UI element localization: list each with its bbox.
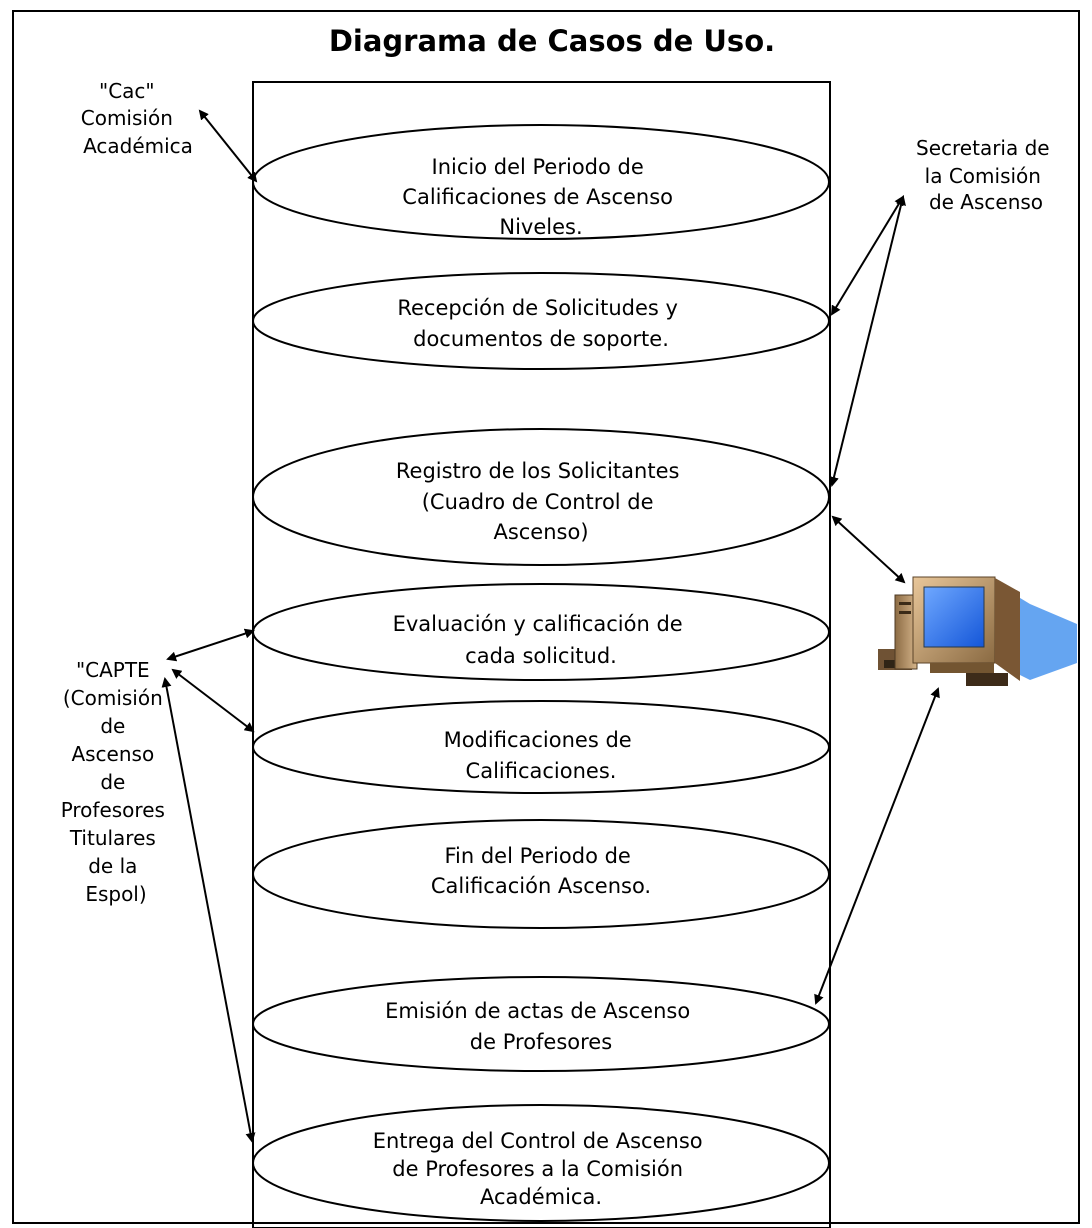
actor-line: (Comisión: [63, 686, 163, 710]
actor-line: Secretaria de: [916, 136, 1050, 160]
actor-line: Espol): [85, 882, 146, 906]
use-case-line: Calificaciones.: [466, 759, 617, 783]
actor-line: de: [100, 770, 125, 794]
use-case-line: Entrega del Control de Ascenso: [373, 1129, 703, 1153]
use-case-line: Niveles.: [499, 215, 582, 239]
use-case-line: Ascenso): [493, 520, 588, 544]
use-case-ellipse: [252, 428, 830, 566]
use-case-line: cada solicitud.: [465, 644, 617, 668]
association-secretaria-recepcion: [830, 195, 905, 316]
diagram-frame: [12, 10, 1080, 1224]
association-capte-modificaciones: [171, 668, 255, 733]
use-case-label: Recepción de Solicitudes y documentos de…: [397, 296, 684, 351]
actor-line: de: [100, 714, 125, 738]
association-capte-evaluacion: [166, 628, 255, 662]
actor-secretaria: Secretaria de la Comisión de Ascenso: [916, 136, 1056, 214]
use-case: Inicio del Periodo de Calificaciones de …: [252, 124, 830, 240]
use-case-line: de Profesores: [470, 1030, 612, 1054]
use-case-line: de Profesores a la Comisión: [392, 1157, 683, 1181]
actor-cac: "Cac" Comisión Académica: [81, 79, 193, 158]
actor-line: Comisión: [81, 106, 173, 130]
associations: [161, 109, 940, 1143]
drive-slot: [899, 611, 911, 614]
association-computer-emision: [814, 687, 940, 1005]
use-case: Recepción de Solicitudes y documentos de…: [252, 272, 830, 370]
actor-line: de la: [88, 854, 137, 878]
actor-line: "CAPTE: [76, 658, 150, 682]
actor-line: Titulares: [69, 826, 156, 850]
association-computer-registro: [831, 515, 906, 584]
association-capte-entrega: [161, 677, 256, 1143]
use-case-line: Académica.: [480, 1185, 602, 1209]
monitor-stand: [930, 663, 994, 673]
use-case-ellipse: [252, 976, 830, 1072]
diagram-title: Diagrama de Casos de Uso.: [329, 24, 775, 58]
use-case-line: Evaluación y calificación de: [393, 612, 683, 636]
use-case-line: Inicio del Periodo de: [432, 155, 644, 179]
use-case: Emisión de actas de Ascenso de Profesore…: [252, 976, 830, 1072]
use-case: Modificaciones de Calificaciones.: [252, 700, 830, 794]
association-cac-inicio: [198, 109, 258, 183]
use-case-label: Registro de los Solicitantes (Cuadro de …: [396, 459, 686, 544]
use-case-ellipse: [252, 1104, 830, 1222]
use-case: Evaluación y calificación de cada solici…: [252, 583, 830, 681]
use-case-label: Emisión de actas de Ascenso de Profesore…: [385, 999, 697, 1054]
drive-slot: [899, 602, 911, 605]
computer-icon: [878, 576, 1077, 686]
association-secretaria-registro: [829, 195, 906, 487]
speaker-base: [966, 673, 1008, 686]
use-case-label: Fin del Periodo de Calificación Ascenso.: [431, 844, 651, 898]
use-case-line: Calificación Ascenso.: [431, 874, 651, 898]
actor-capte: "CAPTE (Comisión de Ascenso de Profesore…: [61, 658, 172, 906]
use-cases: Inicio del Periodo de Calificaciones de …: [252, 124, 830, 1222]
use-case-label: Inicio del Periodo de Calificaciones de …: [402, 155, 679, 239]
monitor-side: [995, 578, 1020, 681]
use-case-line: Registro de los Solicitantes: [396, 459, 680, 483]
actor-line: de Ascenso: [929, 190, 1043, 214]
monitor-screen: [923, 586, 985, 648]
use-case: Entrega del Control de Ascenso de Profes…: [252, 1104, 830, 1222]
use-case-line: Calificaciones de Ascenso: [402, 185, 673, 209]
actor-line: "Cac": [99, 79, 155, 103]
use-case-line: Emisión de actas de Ascenso: [385, 999, 690, 1023]
use-case-ellipse: [252, 272, 830, 370]
monitor-shadow: [1012, 593, 1077, 680]
actor-line: Ascenso: [71, 742, 154, 766]
use-case-line: Modificaciones de: [444, 728, 632, 752]
actor-line: la Comisión: [925, 164, 1041, 188]
use-case-label: Entrega del Control de Ascenso de Profes…: [373, 1129, 710, 1209]
use-case-line: Fin del Periodo de: [444, 844, 630, 868]
use-case-label: Modificaciones de Calificaciones.: [444, 728, 639, 783]
use-case-line: Recepción de Solicitudes y: [397, 296, 678, 320]
use-case-line: documentos de soporte.: [413, 327, 669, 351]
actor-line: Profesores: [61, 798, 165, 822]
use-case-label: Evaluación y calificación de cada solici…: [393, 612, 690, 668]
use-case: Registro de los Solicitantes (Cuadro de …: [252, 428, 830, 566]
use-case: Fin del Periodo de Calificación Ascenso.: [252, 819, 830, 929]
use-case-line: (Cuadro de Control de: [422, 490, 654, 514]
actor-line: Académica: [83, 134, 193, 158]
